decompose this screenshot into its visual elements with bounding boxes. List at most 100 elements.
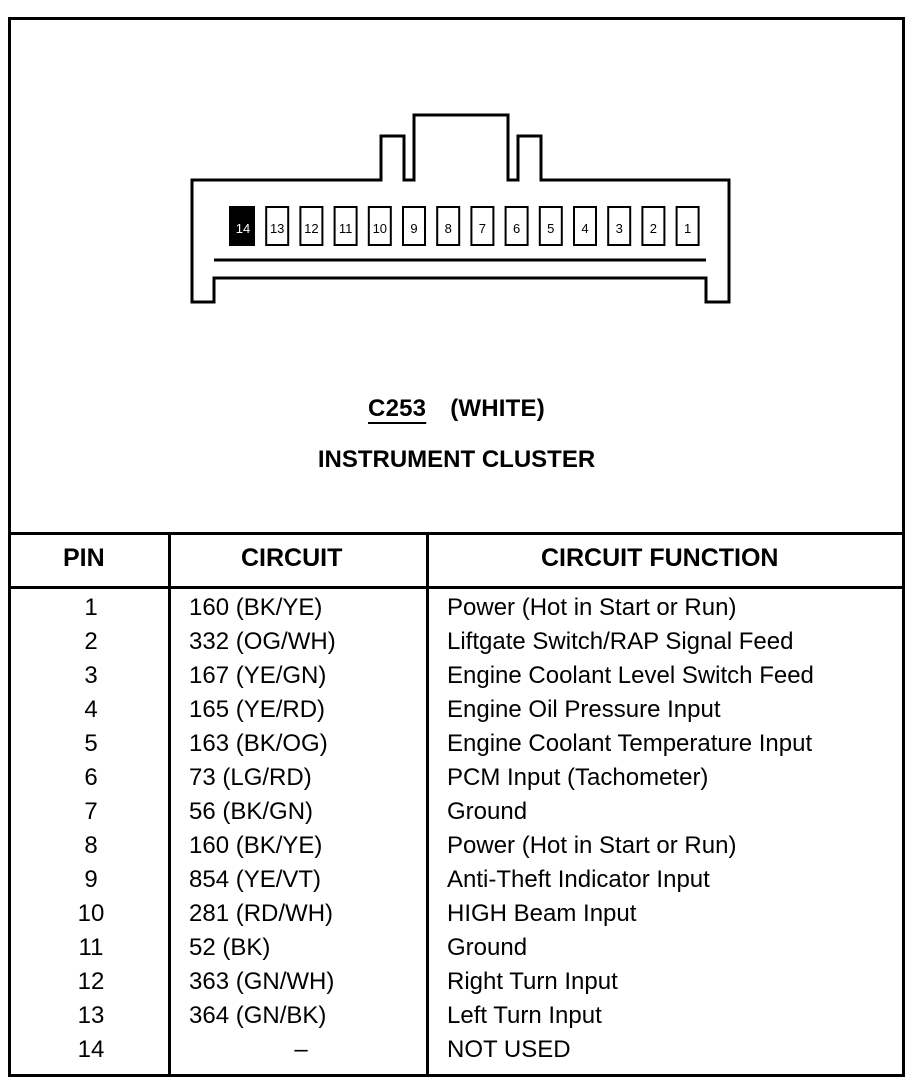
circuit-code: 73 (LG/RD) (189, 764, 312, 791)
cavity-number: 14 (236, 221, 250, 236)
table-row: 7 56 (BK/GN) Ground (11, 798, 902, 832)
cavity-number: 8 (445, 221, 452, 236)
cavity (538, 206, 563, 246)
pin-number: 12 (77, 968, 105, 995)
table-row: 12 363 (GN/WH) Right Turn Input (11, 968, 902, 1002)
cavity-number: 13 (270, 221, 284, 236)
circuit-function: Engine Coolant Temperature Input (447, 730, 813, 757)
table-row: 13 364 (GN/BK) Left Turn Input (11, 1002, 902, 1036)
connector-outline (190, 113, 731, 304)
cavity (641, 206, 666, 246)
cavity-number: 2 (650, 221, 657, 236)
table-row: 10 281 (RD/WH) HIGH Beam Input (11, 900, 902, 934)
pin-number: 3 (84, 662, 98, 689)
circuit-function: Power (Hot in Start or Run) (447, 832, 737, 859)
cavity-number: 12 (304, 221, 318, 236)
table-row: 8 160 (BK/YE) Power (Hot in Start or Run) (11, 832, 902, 866)
circuit-code: 363 (GN/WH) (189, 968, 335, 995)
table-row: 14 – NOT USED (11, 1036, 902, 1070)
cavity (265, 206, 290, 246)
cavity-number: 5 (547, 221, 554, 236)
circuit-code: 160 (BK/YE) (189, 594, 323, 621)
cavity (573, 206, 597, 246)
circuit-code: 160 (BK/YE) (189, 832, 323, 859)
connector-name: INSTRUMENT CLUSTER (317, 446, 596, 473)
cavity (299, 206, 324, 246)
pin-number: 5 (84, 730, 98, 757)
circuit-function: Right Turn Input (447, 968, 618, 995)
header-circuit-function: CIRCUIT FUNCTION (541, 544, 779, 572)
circuit-function: Liftgate Switch/RAP Signal Feed (447, 628, 794, 655)
pin-number: 6 (84, 764, 98, 791)
cavity (367, 206, 392, 246)
cavity (436, 206, 461, 246)
cavity-number: 6 (513, 221, 520, 236)
circuit-code: 854 (YE/VT) (189, 866, 322, 893)
pin-number: 10 (77, 900, 105, 927)
circuit-function: Left Turn Input (447, 1002, 602, 1029)
circuit-function: NOT USED (447, 1036, 571, 1063)
table-row: 9 854 (YE/VT) Anti-Theft Indicator Input (11, 866, 902, 900)
pin-number: 1 (84, 594, 98, 621)
cavity (675, 206, 700, 246)
circuit-code: 364 (GN/BK) (189, 1002, 327, 1029)
cavity-number: 7 (479, 221, 486, 236)
table-row: 4 165 (YE/RD) Engine Oil Pressure Input (11, 696, 902, 730)
connector-id: C253 (368, 395, 427, 422)
cavity-filled (229, 206, 255, 246)
connector-color: (WHITE) (450, 395, 545, 422)
pinout-table: PIN CIRCUIT CIRCUIT FUNCTION 1 160 (BK/YE… (11, 532, 902, 1077)
circuit-function: Ground (447, 934, 528, 961)
header-pin: PIN (63, 544, 105, 572)
table-top-border (11, 532, 902, 535)
table-body: 1 160 (BK/YE) Power (Hot in Start or Run) 2… (11, 594, 902, 1070)
circuit-function: Engine Coolant Level Switch Feed (447, 662, 814, 689)
circuit-code: 332 (OG/WH) (189, 628, 336, 655)
circuit-code: – (294, 1036, 308, 1063)
table-header-border (11, 586, 902, 589)
cavity (504, 206, 529, 246)
table-row: 5 163 (BK/OG) Engine Coolant Temperature I… (11, 730, 902, 764)
pin-number: 4 (84, 696, 98, 723)
cavity (402, 206, 426, 246)
table-row: 11 52 (BK) Ground (11, 934, 902, 968)
circuit-function: Anti-Theft Indicator Input (447, 866, 710, 893)
pin-number: 2 (84, 628, 98, 655)
connector-id-line: C253 (WHITE) (11, 395, 902, 423)
cavity-number: 10 (373, 221, 387, 236)
cavity (333, 206, 358, 246)
cavity-number: 11 (339, 221, 353, 236)
pin-number: 14 (77, 1036, 105, 1063)
pin-number: 9 (84, 866, 98, 893)
table-divider-circuit (426, 532, 429, 1077)
circuit-function: Engine Oil Pressure Input (447, 696, 721, 723)
pin-number: 8 (84, 832, 98, 859)
table-row: 6 73 (LG/RD) PCM Input (Tachometer) (11, 764, 902, 798)
circuit-code: 56 (BK/GN) (189, 798, 314, 825)
pin-number: 7 (84, 798, 98, 825)
cavity-number: 9 (410, 221, 417, 236)
circuit-function: Power (Hot in Start or Run) (447, 594, 737, 621)
header-circuit: CIRCUIT (241, 544, 343, 572)
table-divider-pin (168, 532, 171, 1077)
pin-number: 13 (77, 1002, 105, 1029)
circuit-function: HIGH Beam Input (447, 900, 637, 927)
table-row: 2 332 (OG/WH) Liftgate Switch/RAP Signal F… (11, 628, 902, 662)
cavity (607, 206, 632, 246)
circuit-code: 52 (BK) (189, 934, 271, 961)
circuit-code: 281 (RD/WH) (189, 900, 334, 927)
circuit-code: 165 (YE/RD) (189, 696, 326, 723)
table-row: 1 160 (BK/YE) Power (Hot in Start or Run) (11, 594, 902, 628)
circuit-code: 163 (BK/OG) (189, 730, 328, 757)
cavity-number: 1 (684, 221, 691, 236)
pin-number: 11 (78, 934, 104, 961)
circuit-function: PCM Input (Tachometer) (447, 764, 709, 791)
cavity-number: 4 (581, 221, 588, 236)
cavity (470, 206, 495, 246)
circuit-function: Ground (447, 798, 528, 825)
